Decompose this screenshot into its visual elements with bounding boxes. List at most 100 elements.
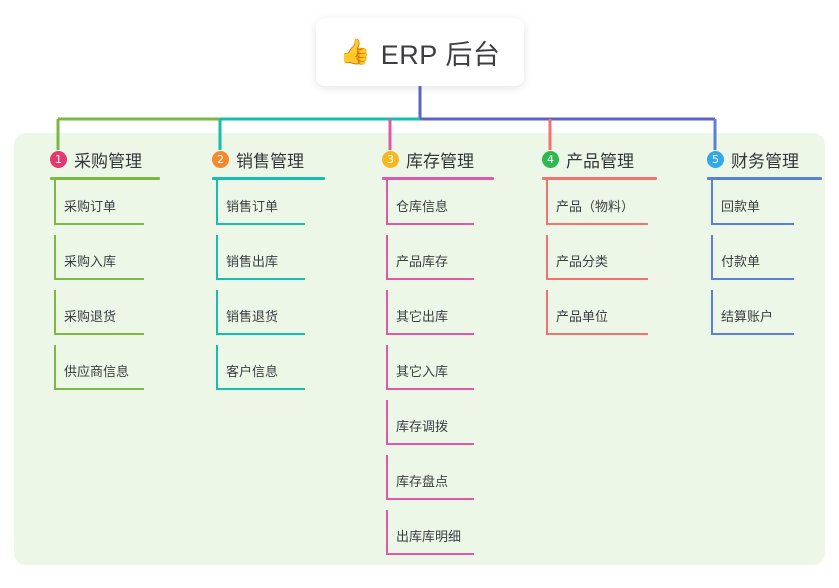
leaf-item[interactable]: 产品（物料） xyxy=(528,180,688,235)
leaf-item[interactable]: 采购退货 xyxy=(36,290,186,345)
leaf-item-label: 采购入库 xyxy=(64,254,117,269)
leaf-connector-stem xyxy=(216,235,218,279)
leaf-item[interactable]: 销售订单 xyxy=(198,180,348,235)
column-items: 产品（物料） 产品分类产品单位 xyxy=(528,180,688,345)
leaf-connector-stem xyxy=(546,180,548,224)
leaf-item[interactable]: 客户信息 xyxy=(198,345,348,400)
leaf-connector-stem xyxy=(386,400,388,444)
leaf-item-underline xyxy=(54,278,144,280)
leaf-item-label: 回款单 xyxy=(721,199,761,214)
leaf-item[interactable]: 产品库存 xyxy=(368,235,528,290)
column-items: 销售订单销售出库销售退货客户信息 xyxy=(198,180,348,400)
leaf-item[interactable]: 库存盘点 xyxy=(368,455,528,510)
leaf-item-underline xyxy=(386,443,474,445)
column-title: 库存管理 xyxy=(406,151,474,171)
leaf-item-label: 客户信息 xyxy=(226,364,279,379)
leaf-item-label: 仓库信息 xyxy=(396,199,449,214)
leaf-connector-stem xyxy=(216,345,218,389)
leaf-item-underline xyxy=(546,223,648,225)
leaf-item-label: 销售退货 xyxy=(226,309,279,324)
leaf-item-label: 销售订单 xyxy=(226,199,279,214)
leaf-item-underline xyxy=(54,223,144,225)
column-number-badge: 4 xyxy=(542,150,559,168)
leaf-item[interactable]: 产品单位 xyxy=(528,290,688,345)
leaf-item[interactable]: 销售出库 xyxy=(198,235,348,290)
leaf-item-underline xyxy=(386,223,474,225)
leaf-connector-stem xyxy=(54,180,56,224)
leaf-connector-stem xyxy=(54,290,56,334)
leaf-connector-stem xyxy=(386,510,388,554)
leaf-item[interactable]: 回款单 xyxy=(693,180,833,235)
leaf-item-underline xyxy=(216,223,305,225)
column-title-underline xyxy=(50,177,160,180)
leaf-item[interactable]: 库存调拨 xyxy=(368,400,528,455)
leaf-item-label: 结算账户 xyxy=(721,309,774,324)
leaf-item[interactable]: 采购订单 xyxy=(36,180,186,235)
leaf-item[interactable]: 销售退货 xyxy=(198,290,348,345)
leaf-connector-stem xyxy=(711,235,713,279)
leaf-item-underline xyxy=(386,388,474,390)
column-title-underline xyxy=(542,177,657,180)
leaf-item-underline xyxy=(216,388,305,390)
leaf-item-label: 其它出库 xyxy=(396,309,449,324)
leaf-item-underline xyxy=(386,278,474,280)
leaf-item[interactable]: 其它出库 xyxy=(368,290,528,345)
leaf-item-underline xyxy=(386,498,474,500)
column-items: 采购订单采购入库采购退货供应商信息 xyxy=(36,180,186,400)
leaf-item[interactable]: 产品分类 xyxy=(528,235,688,290)
leaf-item-label: 库存盘点 xyxy=(396,474,449,489)
column-title: 销售管理 xyxy=(236,151,304,171)
leaf-item-underline xyxy=(711,278,794,280)
column-items: 仓库信息产品库存其它出库其它入库库存调拨库存盘点出库库明细 xyxy=(368,180,528,565)
leaf-item-underline xyxy=(546,278,648,280)
leaf-connector-stem xyxy=(546,290,548,334)
leaf-connector-stem xyxy=(711,290,713,334)
leaf-item[interactable]: 供应商信息 xyxy=(36,345,186,400)
leaf-item-underline xyxy=(216,333,305,335)
leaf-item[interactable]: 出库库明细 xyxy=(368,510,528,565)
leaf-item-label: 供应商信息 xyxy=(64,364,130,379)
column-header-1[interactable]: 1 采购管理 xyxy=(36,146,186,172)
leaf-item-label: 其它入库 xyxy=(396,364,449,379)
leaf-item[interactable]: 仓库信息 xyxy=(368,180,528,235)
column-title: 采购管理 xyxy=(74,151,142,171)
root-node-card[interactable]: 👍 ERP 后台 xyxy=(316,18,524,86)
column-title: 财务管理 xyxy=(731,151,799,171)
column-number-badge: 3 xyxy=(382,150,399,168)
leaf-item-label: 采购订单 xyxy=(64,199,117,214)
leaf-connector-stem xyxy=(386,345,388,389)
leaf-item-label: 产品（物料） xyxy=(556,199,635,214)
thumbs-up-icon: 👍 xyxy=(339,37,371,66)
leaf-connector-stem xyxy=(711,180,713,224)
leaf-item-underline xyxy=(711,333,794,335)
leaf-item-underline xyxy=(216,278,305,280)
leaf-item[interactable]: 其它入库 xyxy=(368,345,528,400)
leaf-connector-stem xyxy=(386,180,388,224)
leaf-connector-stem xyxy=(216,290,218,334)
column-items: 回款单付款单结算账户 xyxy=(693,180,833,345)
column-采购管理: 1 采购管理采购订单采购入库采购退货供应商信息 xyxy=(36,146,186,400)
leaf-item-underline xyxy=(546,333,648,335)
root-node-title: ERP 后台 xyxy=(380,39,501,70)
leaf-item[interactable]: 采购入库 xyxy=(36,235,186,290)
leaf-connector-stem xyxy=(216,180,218,224)
leaf-item-label: 付款单 xyxy=(721,254,761,269)
column-title-underline xyxy=(212,177,325,180)
column-header-3[interactable]: 3 库存管理 xyxy=(368,146,528,172)
leaf-item-underline xyxy=(54,333,144,335)
leaf-connector-stem xyxy=(54,235,56,279)
leaf-item-underline xyxy=(386,553,474,555)
leaf-connector-stem xyxy=(546,235,548,279)
leaf-item-underline xyxy=(711,223,794,225)
leaf-item[interactable]: 付款单 xyxy=(693,235,833,290)
leaf-item[interactable]: 结算账户 xyxy=(693,290,833,345)
leaf-item-label: 采购退货 xyxy=(64,309,117,324)
leaf-item-label: 产品分类 xyxy=(556,254,609,269)
leaf-connector-stem xyxy=(386,290,388,334)
column-number-badge: 1 xyxy=(50,150,67,168)
